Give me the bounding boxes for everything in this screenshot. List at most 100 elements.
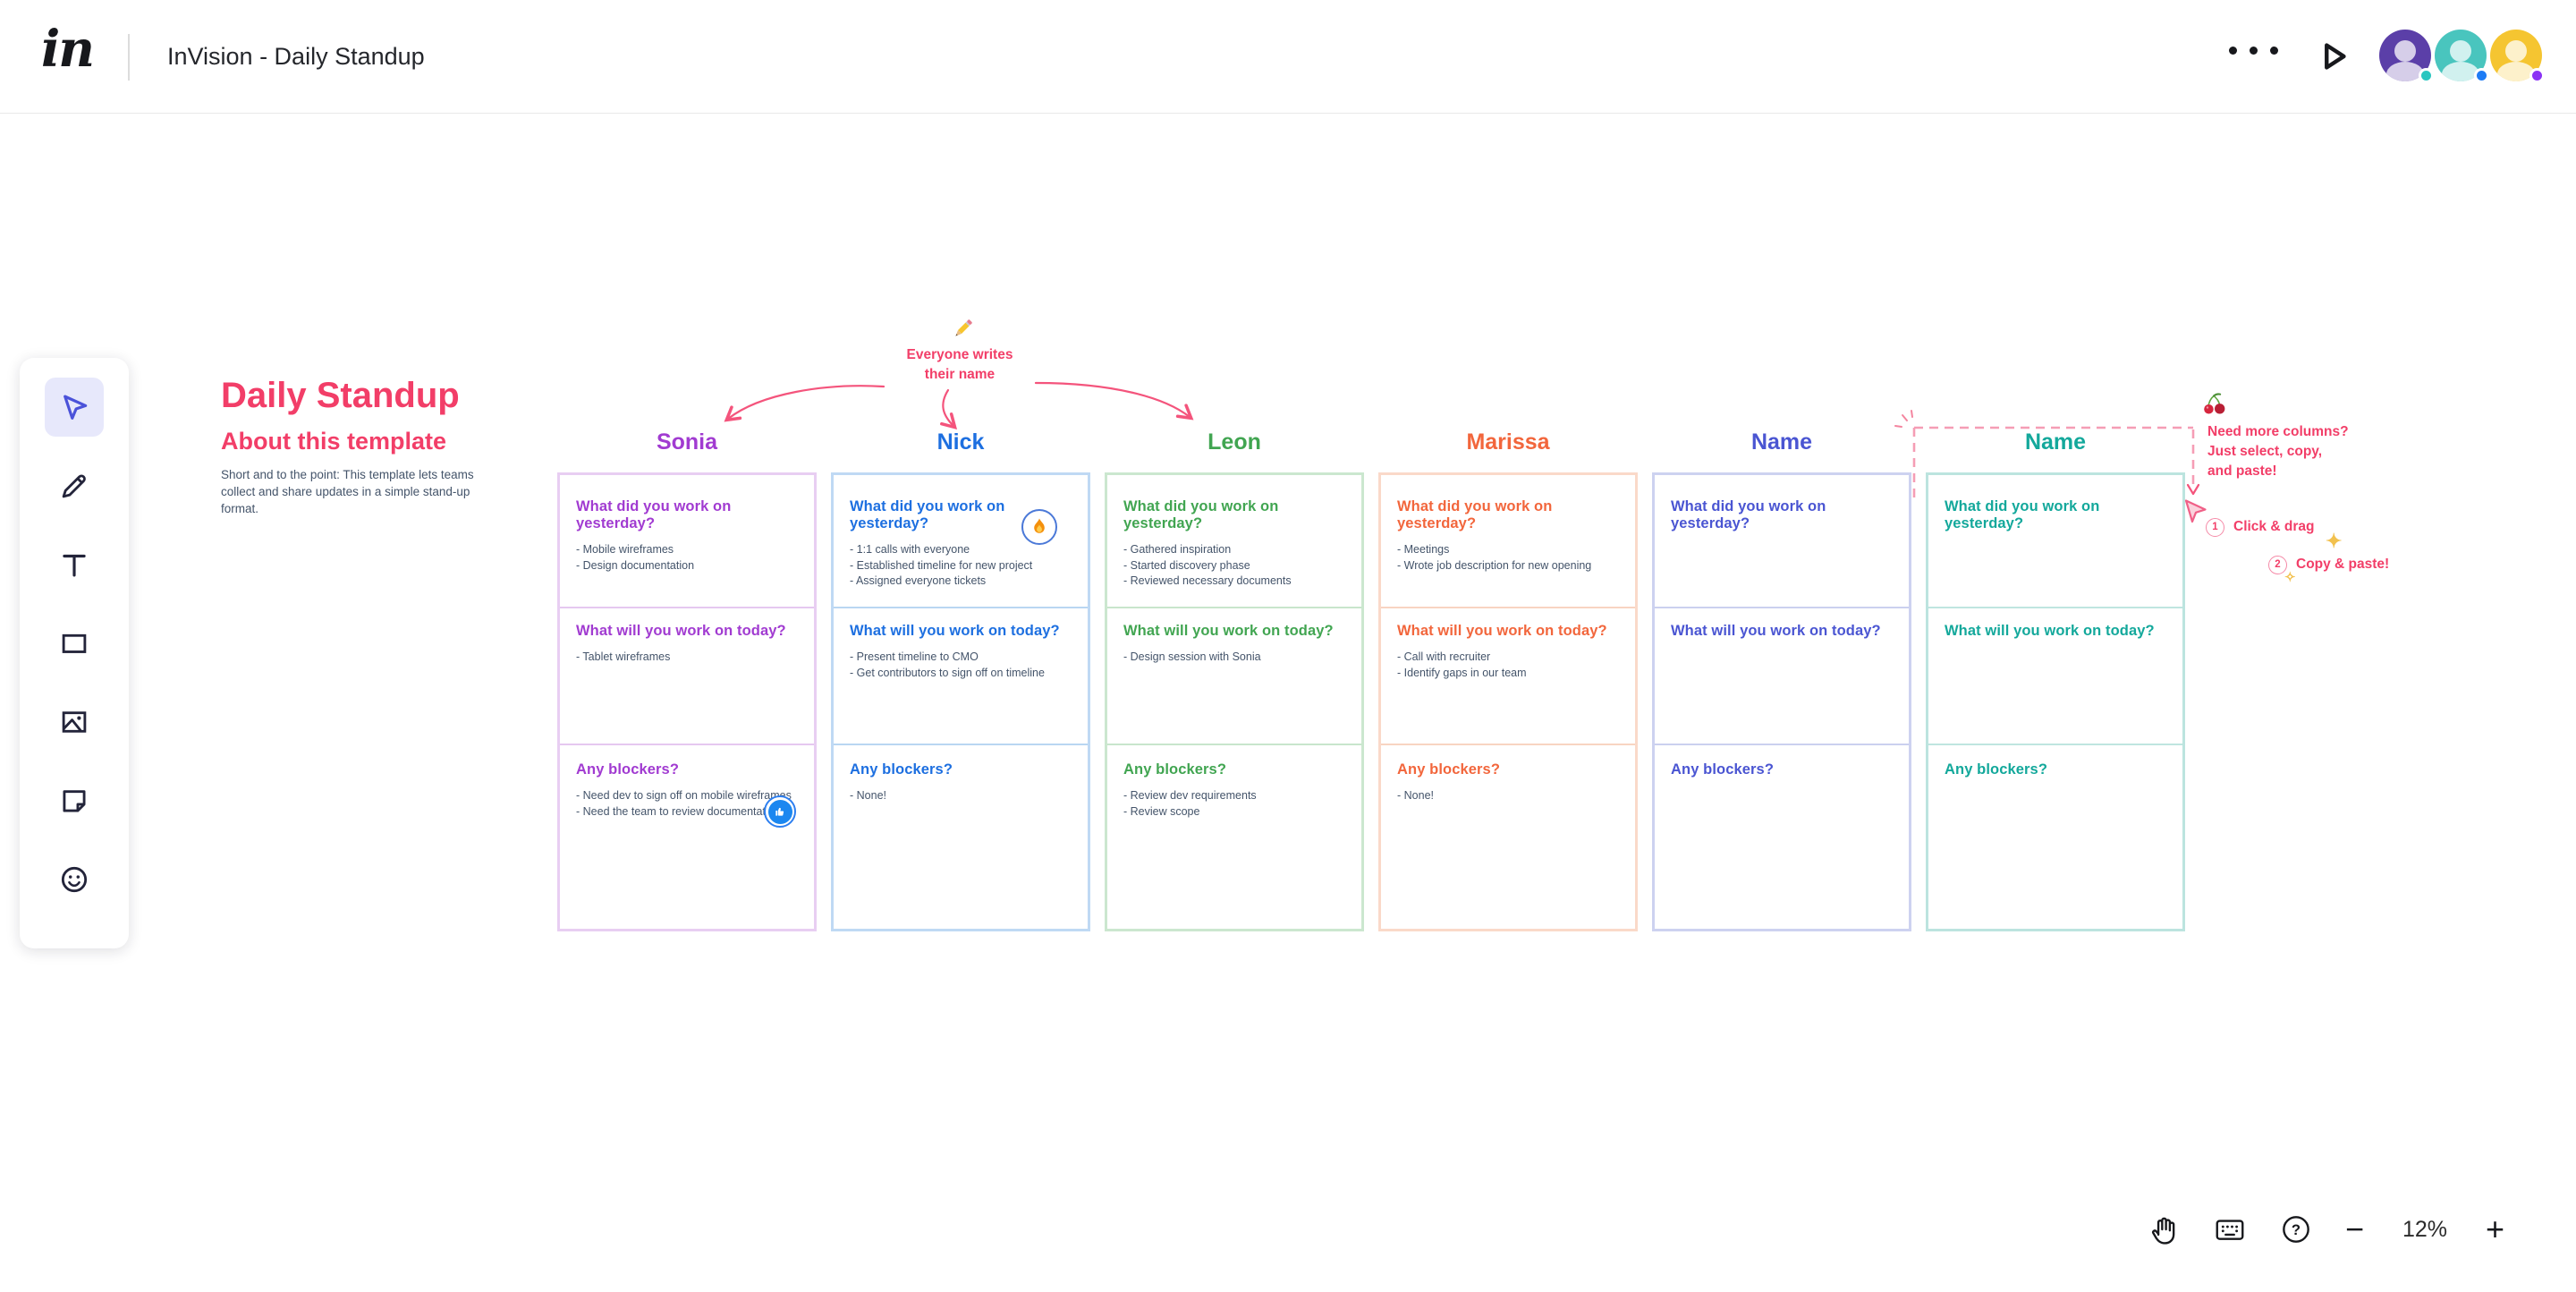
standup-column-sonia: Sonia What did you work on yesterday? Mo… — [557, 429, 817, 931]
question-yesterday: What did you work on yesterday? — [850, 498, 1005, 531]
column-name[interactable]: Leon — [1208, 429, 1261, 455]
standup-card[interactable]: What did you work on yesterday? Gathered… — [1105, 472, 1364, 931]
avatar-photo — [2379, 30, 2431, 81]
column-name[interactable]: Name — [1750, 429, 1813, 455]
about-heading: About this template — [221, 428, 447, 455]
about-body: Short and to the point: This template le… — [221, 468, 474, 515]
sticky-note-tool[interactable] — [45, 771, 104, 830]
standup-item: Call with recruiter — [1397, 650, 1619, 666]
rectangle-icon — [62, 633, 87, 653]
standup-column-marissa: Marissa What did you work on yesterday? … — [1378, 429, 1638, 931]
step-1-badge: 1 — [2206, 517, 2224, 537]
svg-text:?: ? — [2292, 1221, 2301, 1238]
cherries-emoji — [2204, 393, 2225, 414]
standup-item: Mobile wireframes — [576, 542, 798, 558]
standup-item: Need dev to sign off on mobile wireframe… — [576, 788, 798, 804]
avatar[interactable] — [2379, 30, 2434, 83]
standup-item: Design documentation — [576, 558, 798, 574]
document-title[interactable]: InVision - Daily Standup — [167, 43, 425, 70]
help-button[interactable]: ? — [2279, 1212, 2313, 1246]
zoom-out-button[interactable]: − — [2345, 1211, 2365, 1247]
fire-icon — [1034, 518, 1045, 533]
pencil-emoji — [955, 319, 972, 336]
step-2-label: Copy & paste! — [2296, 557, 2390, 572]
collaborator-avatars — [2379, 30, 2545, 83]
smiley-icon — [61, 866, 88, 893]
text-tool[interactable] — [45, 535, 104, 594]
keyboard-shortcuts-button[interactable] — [2213, 1212, 2247, 1246]
standup-item: 1:1 calls with everyone — [850, 542, 1072, 558]
question-blockers: Any blockers? — [576, 761, 680, 778]
standup-column-nick: Nick What did you work on yesterday? 1:1… — [831, 429, 1090, 931]
sparkle-icon: ✧ — [2284, 570, 2296, 585]
zoom-in-button[interactable]: + — [2486, 1211, 2505, 1247]
column-name[interactable]: Nick — [936, 429, 985, 455]
question-yesterday: What did you work on yesterday? — [1945, 498, 2100, 531]
dot — [2270, 47, 2278, 55]
standup-item: Started discovery phase — [1123, 558, 1345, 574]
standup-item: Assigned everyone tickets — [850, 574, 1072, 590]
standup-card[interactable]: What did you work on yesterday? Mobile w… — [557, 472, 817, 931]
question-today: What will you work on today? — [576, 623, 786, 639]
standup-item: Review scope — [1123, 804, 1345, 820]
invision-logo[interactable]: in — [41, 20, 95, 79]
top-bar: in InVision - Daily Standup — [0, 0, 2576, 114]
question-today: What will you work on today? — [1945, 623, 2155, 639]
dot — [2229, 47, 2237, 55]
presence-dot — [2419, 68, 2434, 83]
column-name[interactable]: Sonia — [656, 429, 718, 455]
standup-card[interactable]: What did you work on yesterday? What wil… — [1926, 472, 2185, 931]
question-yesterday: What did you work on yesterday? — [1397, 498, 1553, 531]
column-name[interactable]: Marissa — [1466, 429, 1550, 455]
question-blockers: Any blockers? — [1397, 761, 1501, 778]
image-tool[interactable] — [45, 693, 104, 752]
thumbs-up-reaction[interactable] — [764, 795, 796, 828]
avatar[interactable] — [2490, 30, 2545, 83]
image-icon — [62, 711, 87, 733]
play-icon — [2325, 43, 2346, 70]
standup-card[interactable]: What did you work on yesterday? Meetings… — [1378, 472, 1638, 931]
step-1-label: Click & drag — [2233, 519, 2315, 534]
fire-reaction[interactable] — [1021, 509, 1057, 545]
avatar[interactable] — [2435, 30, 2489, 83]
dot — [2250, 47, 2258, 55]
select-tool[interactable] — [45, 378, 104, 437]
pan-hand-button[interactable] — [2147, 1212, 2181, 1246]
thumbs-up-icon — [767, 799, 792, 824]
presence-dot — [2474, 68, 2489, 83]
question-blockers: Any blockers? — [850, 761, 953, 778]
standup-item: Present timeline to CMO — [850, 650, 1072, 666]
zoom-level: 12% — [2402, 1216, 2448, 1242]
question-blockers: Any blockers? — [1123, 761, 1227, 778]
annotation-step-1: 1 Click & drag — [2206, 517, 2314, 537]
emoji-tool[interactable] — [45, 850, 104, 909]
cursor-icon — [64, 395, 88, 420]
pencil-tool[interactable] — [45, 456, 104, 515]
standup-card[interactable]: What did you work on yesterday? 1:1 call… — [831, 472, 1090, 931]
present-button[interactable] — [2311, 36, 2352, 77]
shape-tool[interactable] — [45, 614, 104, 673]
presence-dot — [2529, 68, 2545, 83]
standup-item: None! — [1397, 788, 1619, 804]
more-menu-button[interactable] — [2229, 47, 2278, 55]
annotation-arrows — [724, 381, 1194, 430]
question-blockers: Any blockers? — [1945, 761, 2048, 778]
standup-card[interactable]: What did you work on yesterday? What wil… — [1652, 472, 1911, 931]
question-yesterday: What did you work on yesterday? — [576, 498, 732, 531]
standup-item: Wrote job description for new opening — [1397, 558, 1619, 574]
standup-item: Meetings — [1397, 542, 1619, 558]
question-today: What will you work on today? — [1397, 623, 1607, 639]
page-title: Daily Standup — [221, 376, 460, 415]
annotation-step-2: 2 Copy & paste! — [2268, 555, 2389, 574]
step-2-badge: 2 — [2268, 555, 2287, 574]
annotation-write-name: Everyone writes their name — [906, 347, 1013, 382]
standup-item: None! — [850, 788, 1072, 804]
column-name[interactable]: Name — [2024, 429, 2087, 455]
annotation-more-columns: Need more columns? Just select, copy, an… — [2207, 424, 2349, 479]
question-today: What will you work on today? — [1671, 623, 1881, 639]
tool-palette — [20, 358, 129, 948]
sparkle-icon: ✦ — [2326, 530, 2343, 552]
cursor-pointer-annotation — [2184, 499, 2207, 523]
standup-item: Get contributors to sign off on timeline — [850, 666, 1072, 682]
standup-column-name-5: Name What did you work on yesterday? Wha… — [1652, 429, 1911, 931]
